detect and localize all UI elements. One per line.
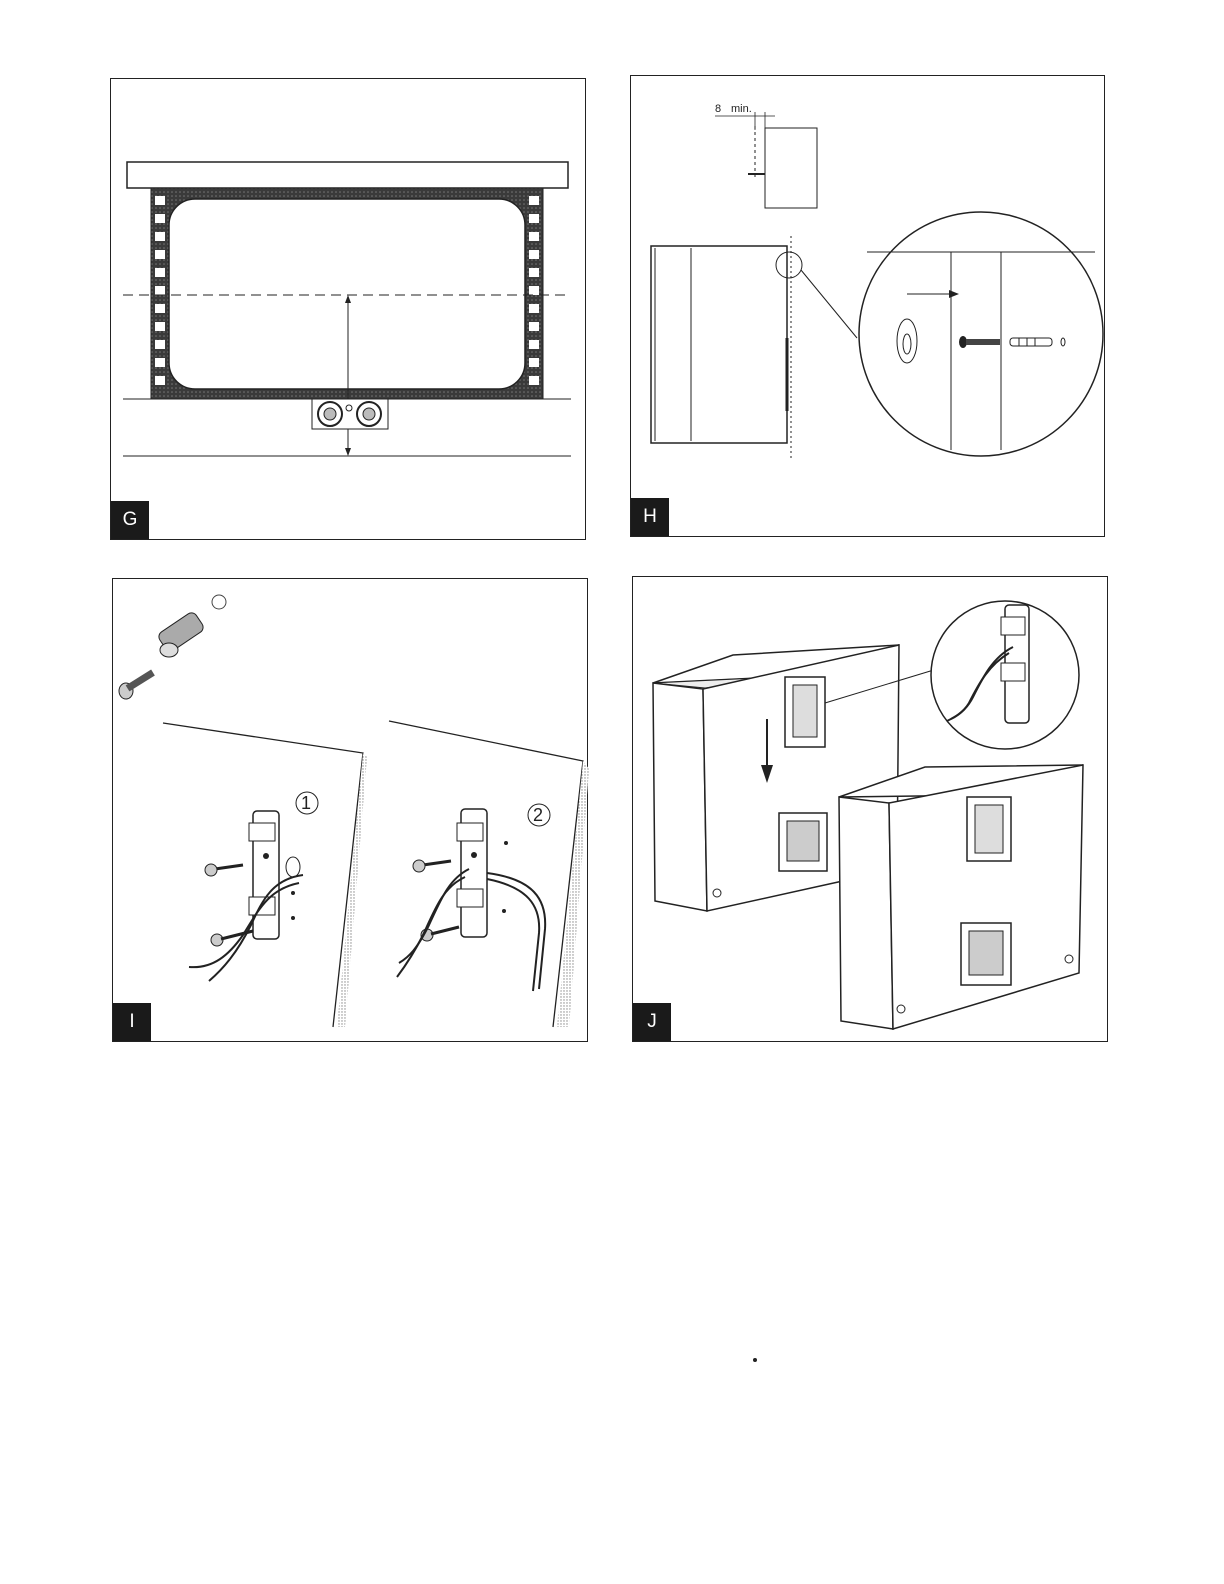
magnified-detail (859, 212, 1103, 456)
bracket-step-2 (397, 809, 545, 991)
speaker-front (839, 765, 1083, 1029)
step-1-number: 1 (301, 793, 311, 813)
magnified-bracket (931, 601, 1079, 749)
panel-j-label: J (633, 1003, 671, 1041)
clearance-value: 8 (715, 103, 721, 115)
panel-g: G (110, 78, 586, 540)
anchor-icon (157, 611, 206, 657)
speaker-side-view (651, 246, 787, 443)
panel-g-label: G (111, 501, 149, 539)
panel-i-label: I (113, 1003, 151, 1041)
clearance-unit: min. (731, 103, 752, 115)
bracket-step-1 (189, 811, 303, 981)
shelf (127, 162, 568, 188)
panel-i: 1 2 I (112, 578, 588, 1042)
wall-section (765, 128, 817, 208)
center-speaker (312, 399, 388, 429)
bracket-install-diagram: 1 2 (113, 579, 589, 1043)
panel-h: 8 min. (630, 75, 1105, 537)
panel-h-label: H (631, 498, 669, 536)
tv-center-speaker-diagram (111, 79, 587, 541)
drill-hole (212, 595, 226, 609)
wall-clearance-diagram: 8 min. (631, 76, 1106, 538)
wall-anchor-icon (1010, 338, 1052, 346)
panel-j: J (632, 576, 1108, 1042)
speaker-mounting-diagram (633, 577, 1109, 1043)
stray-mark (753, 1358, 757, 1362)
tv-screen (169, 199, 525, 389)
step-2-number: 2 (533, 805, 543, 825)
screw-icon (119, 670, 155, 699)
